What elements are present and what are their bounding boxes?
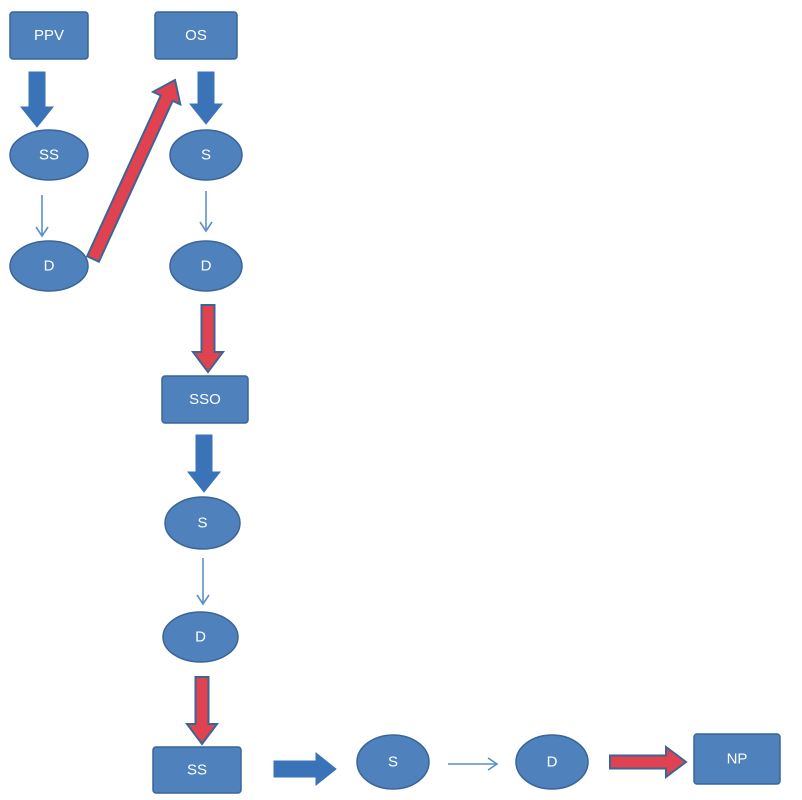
node-ss2: SS bbox=[152, 746, 242, 794]
node-np-label: NP bbox=[727, 751, 748, 768]
node-d3-shape bbox=[162, 611, 239, 663]
arrow-d2-to-sso bbox=[191, 304, 225, 374]
node-d2-label: D bbox=[201, 258, 212, 275]
node-s3-label: S bbox=[388, 754, 398, 771]
node-d3: D bbox=[162, 611, 239, 663]
node-s3: S bbox=[356, 734, 430, 790]
arrow-d1-to-os bbox=[85, 78, 182, 264]
node-d2-shape bbox=[169, 240, 243, 292]
arrow-ss2-to-s3 bbox=[273, 751, 337, 787]
node-d4: D bbox=[515, 734, 589, 790]
node-ppv: PPV bbox=[9, 11, 89, 60]
arrow-ss1-to-d1 bbox=[35, 195, 49, 238]
node-ss2-shape bbox=[152, 746, 242, 794]
arrow-os-to-s1 bbox=[188, 71, 224, 125]
node-s2: S bbox=[164, 496, 241, 550]
node-np: NP bbox=[693, 733, 781, 785]
node-ss1-label: SS bbox=[39, 147, 59, 164]
node-os-label: OS bbox=[185, 27, 207, 44]
arrow-sso-to-s2 bbox=[186, 434, 222, 493]
node-d2: D bbox=[169, 240, 243, 292]
node-os: OS bbox=[154, 11, 238, 60]
node-s1-shape bbox=[169, 129, 243, 181]
node-s2-label: S bbox=[197, 515, 207, 532]
node-sso-label: SSO bbox=[189, 391, 221, 408]
arrow-s1-to-d2 bbox=[199, 191, 213, 233]
node-d1-label: D bbox=[44, 258, 55, 275]
node-d1-shape bbox=[9, 240, 89, 292]
node-d4-shape bbox=[515, 734, 589, 790]
node-d1: D bbox=[9, 240, 89, 292]
node-sso: SSO bbox=[161, 375, 249, 424]
node-d4-label: D bbox=[547, 754, 558, 771]
arrow-s3-to-d4 bbox=[448, 757, 499, 771]
node-sso-shape bbox=[161, 375, 249, 424]
node-s1: S bbox=[169, 129, 243, 181]
node-ppv-shape bbox=[9, 11, 89, 60]
node-ss1: SS bbox=[9, 129, 89, 181]
node-s3-shape bbox=[356, 734, 430, 790]
edges-layer bbox=[19, 71, 688, 787]
arrow-ppv-to-ss1 bbox=[19, 71, 55, 128]
arrow-d3-to-ss2 bbox=[185, 676, 219, 746]
arrow-s2-to-d3 bbox=[196, 558, 210, 606]
node-os-shape bbox=[154, 11, 238, 60]
node-np-shape bbox=[693, 733, 781, 785]
node-ppv-label: PPV bbox=[34, 27, 64, 44]
node-d3-label: D bbox=[195, 629, 206, 646]
node-ss1-shape bbox=[9, 129, 89, 181]
node-s2-shape bbox=[164, 496, 241, 550]
node-s1-label: S bbox=[201, 147, 211, 164]
node-ss2-label: SS bbox=[187, 762, 207, 779]
arrow-d4-to-np bbox=[609, 745, 688, 779]
